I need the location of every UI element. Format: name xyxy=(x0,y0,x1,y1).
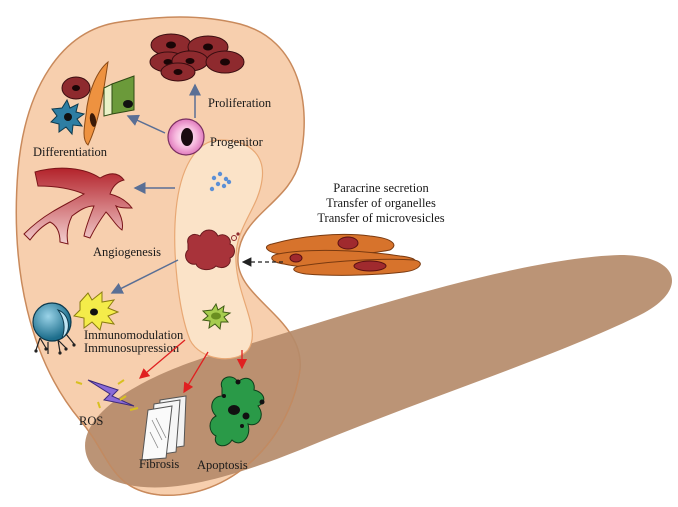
arrow-to-ros xyxy=(139,339,186,379)
arrow-to-immunomodulation xyxy=(110,259,179,294)
label-apoptosis: Apoptosis xyxy=(197,458,248,472)
apoptotic-cell xyxy=(209,376,265,447)
ros-lightning xyxy=(75,379,139,411)
differentiated-cells xyxy=(50,60,135,146)
mesenchymal-stem-cells xyxy=(265,233,421,276)
organelle-cluster xyxy=(185,229,235,271)
arrow-to-differentiation xyxy=(126,114,166,134)
progenitor-cell xyxy=(167,118,205,156)
label-proliferation: Proliferation xyxy=(208,96,272,110)
label-angiogenesis: Angiogenesis xyxy=(93,245,161,259)
label-differentiation: Differentiation xyxy=(33,145,108,159)
angiogenesis-vessel xyxy=(23,167,134,245)
label-ros: ROS xyxy=(79,414,103,428)
label-immunomodulation: Immunomodulation xyxy=(84,328,184,342)
label-immunosupression: Immunosupression xyxy=(84,341,180,355)
arrow-to-fibrosis xyxy=(183,351,209,394)
proliferating-red-cells xyxy=(149,33,245,82)
paracrine-vesicles xyxy=(209,171,232,192)
label-progenitor: Progenitor xyxy=(210,135,264,149)
label-fibrosis: Fibrosis xyxy=(139,457,179,471)
fibrosis-sheets xyxy=(141,395,187,461)
mechanism-microvesicles: Transfer of microvesicles xyxy=(317,211,444,225)
mechanism-paracrine: Paracrine secretion xyxy=(333,181,429,195)
mechanism-organelles: Transfer of organelles xyxy=(326,196,436,210)
immune-cells xyxy=(32,290,120,355)
antioxidant-cell xyxy=(201,302,232,331)
